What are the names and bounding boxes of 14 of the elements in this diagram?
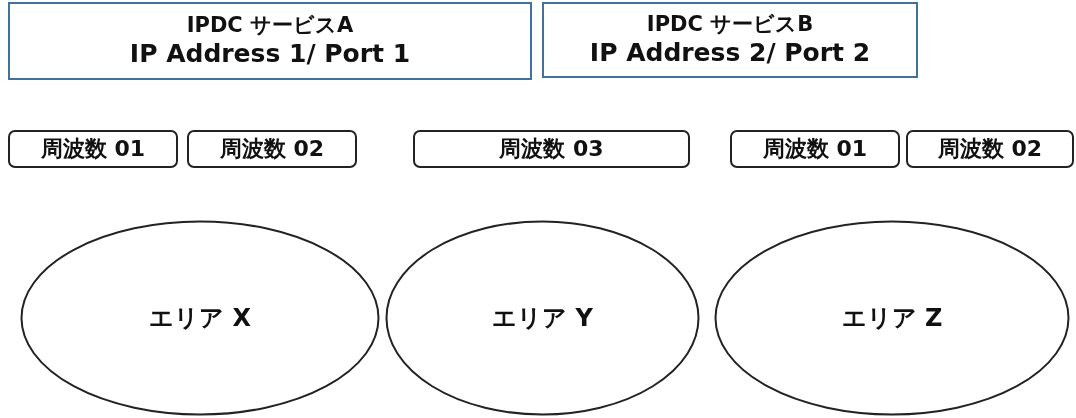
area-label: エリア Y <box>492 303 593 334</box>
area-label: エリア Z <box>841 303 943 334</box>
service-name: IPDC サービスB <box>646 11 814 37</box>
area-label: エリア X <box>149 303 251 334</box>
address-label: IP Address 2/ Port 2 <box>589 37 871 69</box>
frequency-box: 周波数 01 <box>730 130 900 168</box>
address-label: IP Address 1/ Port 1 <box>129 38 411 70</box>
service-name: IPDC サービスA <box>186 12 354 38</box>
service-box <box>8 2 532 80</box>
frequency-box: 周波数 02 <box>187 130 357 168</box>
frequency-box: 周波数 02 <box>906 130 1074 168</box>
frequency-box: 周波数 01 <box>8 130 178 168</box>
service-box <box>542 2 918 78</box>
frequency-box: 周波数 03 <box>413 130 690 168</box>
